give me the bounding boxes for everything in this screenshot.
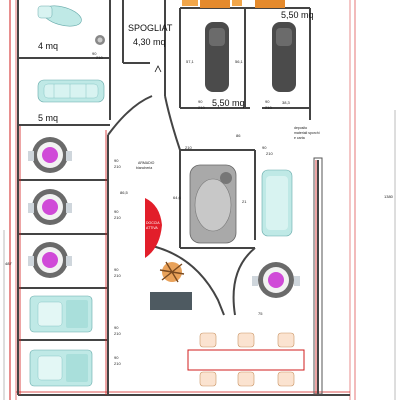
dim-door-width: 90 [114,355,119,360]
dim-door-height: 210 [114,331,121,336]
note-doccia-sub: ATTIVA [146,226,158,230]
dim-door-width: 90 [114,209,119,214]
note-deposito-sub2: e carta [294,136,305,140]
dim-38-3: 38,3 [282,100,290,105]
room-area-spogliatoio: 4,30 mq [133,37,166,47]
dim-door-width: 90 [114,267,119,272]
spa-chairs-left [29,295,93,387]
dental-chair-right [252,262,300,298]
column [313,157,323,395]
dim-door-width: 90 [114,158,119,163]
note-deposito-sub1: materiali sporchi [294,131,320,135]
door-arrow-icon [154,65,162,73]
dim-21: 21 [242,199,247,204]
massage-beds [205,22,296,92]
note-armadio-sub: biancheria [136,166,153,170]
outer-boundary [3,0,396,400]
note-armadio: ARMADIO [138,161,155,165]
dim-right-height: 1380 [384,194,393,199]
dim-door-height: 210 [198,105,205,110]
curved-partitions [107,95,256,316]
room-area-top-left: 4 mq [38,41,59,51]
note-doccia: DOCCIA [146,221,160,225]
shower [145,198,162,258]
manicure-tables [187,332,305,387]
dim-door-height: 210 [185,145,192,150]
dim-86-5: 86,5 [120,190,128,195]
bench [150,292,192,310]
dim-door-height: 210 [266,151,273,156]
left-room-beds [37,79,105,103]
dim-door-height: 210 [114,215,121,220]
dim-door-width: 90 [265,99,270,104]
dim-56-1: 56,1 [235,59,243,64]
dim-75: 75 [258,311,263,316]
dim-door-height: 210 [114,361,121,366]
dim-left-height: 487 [5,261,12,266]
dim-door-width: 90 [114,325,119,330]
dim-door-height: 210 [114,273,121,278]
room-name-spogliatoio: SPOGLIAT [128,23,173,33]
dim-86: 86 [236,133,241,138]
room-area-massage-left: 5,50 mq [212,98,245,108]
wood-counters [182,0,285,8]
dim-door-height: 210 [265,105,272,110]
dim-57-1: 57,1 [186,59,194,64]
pedicure-chair-top [37,5,105,45]
dim-door-height: 210 [96,55,103,60]
dental-chairs-left [28,137,72,278]
dim-door-height: 210 [114,164,121,169]
room-area-left-mid: 5 mq [38,113,59,123]
dim-64-6: 64,6 [173,195,181,200]
dim-door-width: 90 [92,51,97,56]
note-deposito: deposito [294,126,308,130]
room-area-massage-right: 5,50 mq [281,10,314,20]
dim-door-width: 90 [198,99,203,104]
dim-door-width: 90 [262,145,267,150]
tanning-bed [189,164,237,244]
wall-accents [19,126,317,395]
walls [17,0,350,396]
plant-icon [159,261,185,283]
right-bed [261,169,293,237]
